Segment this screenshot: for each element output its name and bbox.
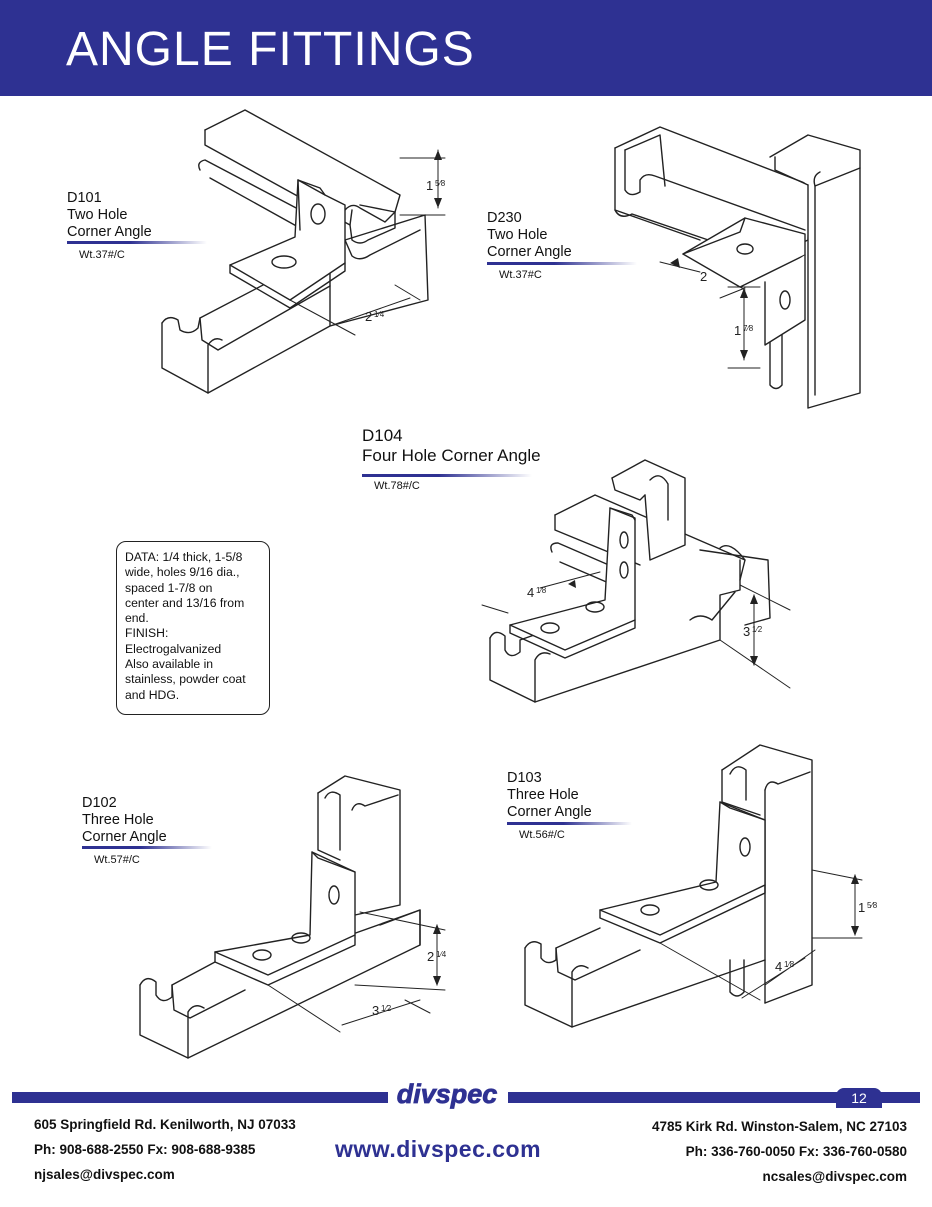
svg-text:1: 1 — [734, 323, 741, 338]
d104-drawing — [481, 459, 791, 703]
d101-drawing — [161, 109, 446, 394]
d104-dimension-b: 3 1⁄2 — [743, 624, 763, 639]
page-title: ANGLE FITTINGS — [66, 23, 475, 76]
d101-underline — [67, 241, 207, 244]
d103-name-2: Corner Angle — [507, 804, 592, 820]
nc-phone: Ph: 336-760-0050 Fx: 336-760-0580 — [685, 1144, 907, 1159]
d102-underline — [82, 846, 212, 849]
d101-dimension-a: 1 5⁄8 — [426, 178, 446, 193]
d101-weight: Wt.37#/C — [79, 249, 125, 261]
d230-dimension-a: 2 — [700, 269, 707, 284]
d230-label: D230 Two Hole Corner Angle Wt.37#C — [487, 210, 572, 284]
d103-label: D103 Three Hole Corner Angle Wt.56#/C — [507, 770, 592, 844]
svg-text:3: 3 — [372, 1003, 379, 1018]
d102-name-1: Three Hole — [82, 812, 154, 828]
data-line: FINISH: — [125, 626, 169, 641]
nj-contact: 605 Springfield Rd. Kenilworth, NJ 07033… — [34, 1112, 296, 1187]
svg-text:1⁄8: 1⁄8 — [536, 586, 547, 595]
d104-underline — [362, 474, 532, 477]
nj-address: 605 Springfield Rd. Kenilworth, NJ 07033 — [34, 1117, 296, 1132]
d104-dimension-a: 4 1⁄8 — [527, 585, 547, 600]
d104-weight: Wt.78#/C — [374, 480, 420, 492]
svg-text:3: 3 — [743, 624, 750, 639]
svg-text:1: 1 — [426, 178, 433, 193]
d103-code: D103 — [507, 770, 542, 786]
d101-code: D101 — [67, 190, 102, 206]
footer-bar-right — [508, 1092, 920, 1103]
data-line: Electrogalvanized — [125, 641, 222, 656]
d102-code: D102 — [82, 795, 117, 811]
d230-name-1: Two Hole — [487, 227, 548, 243]
d230-code: D230 — [487, 210, 522, 226]
d101-label: D101 Two Hole Corner Angle Wt.37#/C — [67, 190, 152, 264]
divspec-logo: divspec — [388, 1079, 506, 1109]
d103-underline — [507, 822, 632, 825]
d103-weight: Wt.56#/C — [519, 829, 565, 841]
d104-label: D104 Four Hole Corner Angle Wt.78#/C — [362, 426, 541, 496]
d101-dimension-b: 2 1⁄4 — [365, 309, 385, 324]
data-line: wide, holes 9/16 dia., — [125, 565, 240, 580]
data-box: DATA: 1/4 thick, 1-5/8 wide, holes 9/16 … — [116, 541, 270, 715]
d103-drawing — [524, 744, 863, 1028]
d103-dimension-a: 1 5⁄8 — [858, 900, 878, 915]
nc-contact: 4785 Kirk Rd. Winston-Salem, NC 27103 Ph… — [652, 1114, 907, 1189]
data-line: DATA: 1/4 thick, 1-5/8 — [125, 550, 243, 564]
svg-text:2: 2 — [700, 269, 707, 284]
d102-weight: Wt.57#/C — [94, 854, 140, 866]
d104-code: D104 — [362, 426, 403, 445]
svg-text:4: 4 — [775, 959, 782, 974]
svg-text:4: 4 — [527, 585, 534, 600]
page-header: ANGLE FITTINGS — [0, 0, 932, 96]
d230-dimension-b: 1 7⁄8 — [734, 323, 754, 338]
svg-text:5⁄8: 5⁄8 — [867, 901, 878, 910]
svg-text:5⁄8: 5⁄8 — [435, 179, 446, 188]
page-number: 12 — [836, 1088, 882, 1108]
svg-text:1⁄4: 1⁄4 — [374, 310, 385, 319]
svg-text:1⁄2: 1⁄2 — [381, 1004, 392, 1013]
d102-drawing — [139, 775, 446, 1059]
nc-email[interactable]: ncsales@divspec.com — [762, 1169, 908, 1184]
nc-address: 4785 Kirk Rd. Winston-Salem, NC 27103 — [652, 1119, 907, 1134]
data-line: and HDG. — [125, 687, 180, 702]
nj-phone: Ph: 908-688-2550 Fx: 908-688-9385 — [34, 1142, 256, 1157]
svg-text:1: 1 — [858, 900, 865, 915]
d103-name-1: Three Hole — [507, 787, 579, 803]
svg-text:1⁄2: 1⁄2 — [752, 625, 763, 634]
d102-name-2: Corner Angle — [82, 829, 167, 845]
data-line: stainless, powder coat — [125, 672, 246, 687]
d230-drawing — [614, 126, 861, 409]
svg-text:divspec: divspec — [397, 1079, 498, 1109]
d102-dimension-b: 3 1⁄2 — [372, 1003, 392, 1018]
svg-text:2: 2 — [365, 309, 372, 324]
svg-text:1⁄8: 1⁄8 — [784, 960, 795, 969]
data-line: end. — [125, 611, 149, 626]
svg-text:1⁄4: 1⁄4 — [436, 950, 447, 959]
data-line: spaced 1-7/8 on — [125, 580, 213, 595]
d101-name-1: Two Hole — [67, 207, 128, 223]
svg-text:2: 2 — [427, 949, 434, 964]
d101-name-2: Corner Angle — [67, 224, 152, 240]
nj-email[interactable]: njsales@divspec.com — [34, 1167, 175, 1182]
svg-text:7⁄8: 7⁄8 — [743, 324, 754, 333]
footer-bar-left — [12, 1092, 392, 1103]
d102-dimension-a: 2 1⁄4 — [427, 949, 447, 964]
d230-name-2: Corner Angle — [487, 244, 572, 260]
data-line: center and 13/16 from — [125, 595, 245, 610]
d102-label: D102 Three Hole Corner Angle Wt.57#/C — [82, 795, 167, 869]
d230-underline — [487, 262, 637, 265]
d104-name: Four Hole Corner Angle — [362, 446, 541, 465]
d230-weight: Wt.37#C — [499, 269, 542, 281]
data-line: Also available in — [125, 657, 214, 672]
d103-dimension-b: 4 1⁄8 — [775, 959, 795, 974]
website-link[interactable]: www.divspec.com — [335, 1136, 542, 1162]
